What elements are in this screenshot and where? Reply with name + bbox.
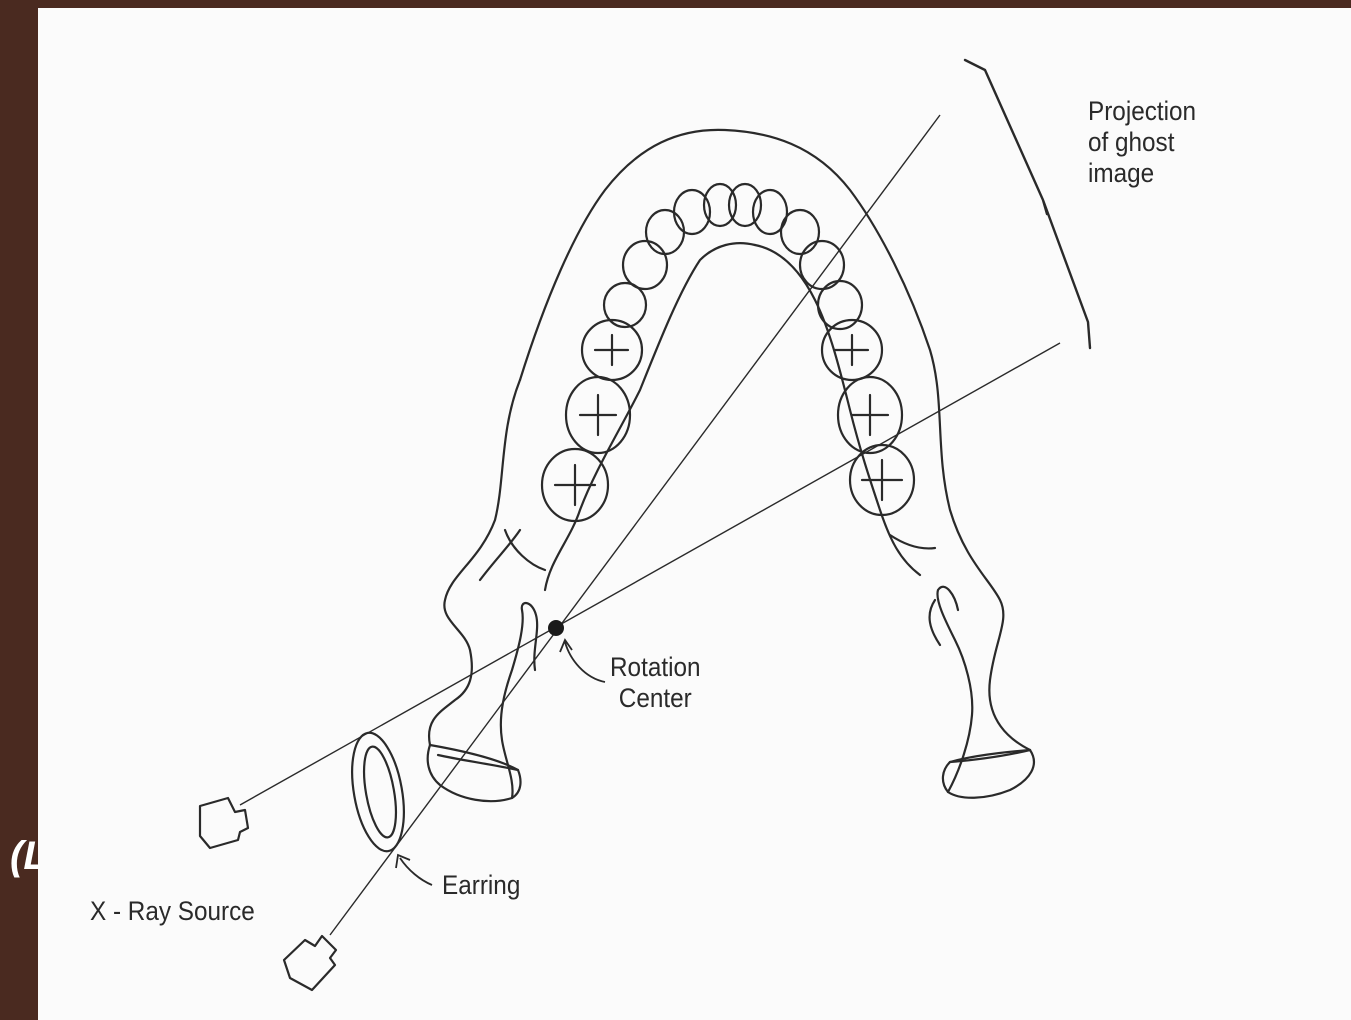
right-ramus-notch bbox=[930, 600, 940, 645]
left-posterior-teeth bbox=[542, 241, 667, 521]
top-bar bbox=[0, 0, 1351, 8]
earring-label: Earring bbox=[442, 870, 520, 901]
mandible-inner-left bbox=[545, 243, 755, 590]
rotation-center-dot bbox=[548, 620, 564, 636]
left-inner-notch-2 bbox=[505, 530, 545, 570]
xray-source-label: X - Ray Source bbox=[90, 896, 255, 927]
xray-source-lower bbox=[284, 936, 336, 990]
left-condyle bbox=[428, 745, 521, 801]
projection-ghost-label: Projection of ghost image bbox=[1088, 96, 1196, 189]
clipped-slide-text: (L bbox=[10, 832, 40, 892]
projection-rays bbox=[240, 115, 1060, 935]
ray-steep bbox=[330, 115, 940, 935]
figure-panel: Projection of ghost image Rotation Cente… bbox=[38, 8, 1351, 1020]
earring-leader bbox=[396, 855, 432, 885]
rotation-center-leader bbox=[560, 640, 605, 682]
mandible-outer-outline bbox=[520, 130, 1030, 750]
ghost-projection-bracket bbox=[965, 60, 1090, 348]
right-inner-notch bbox=[890, 535, 935, 548]
right-posterior-teeth bbox=[800, 241, 914, 515]
rotation-center-label: Rotation Center bbox=[610, 652, 701, 714]
earring-shape bbox=[344, 729, 412, 856]
xray-source-upper bbox=[200, 798, 248, 848]
